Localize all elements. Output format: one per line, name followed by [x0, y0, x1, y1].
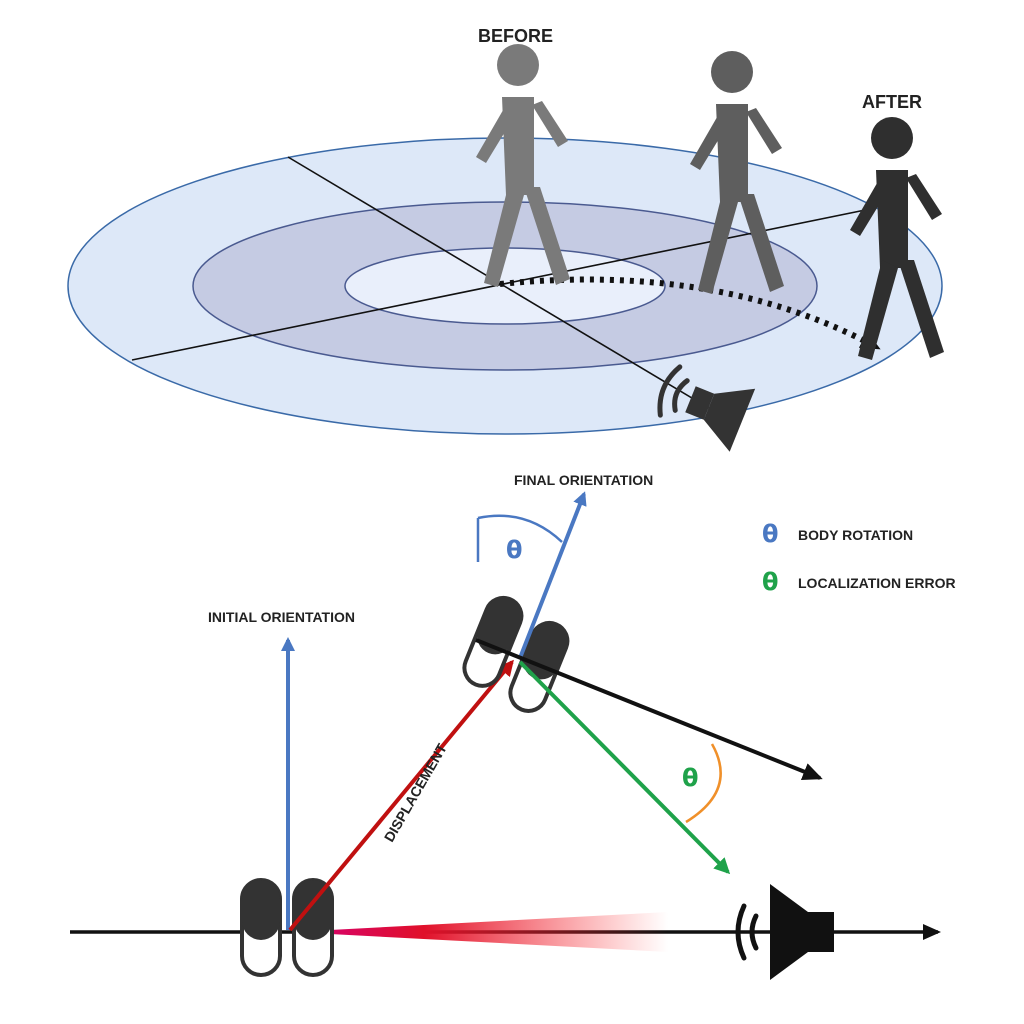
person-walking-icon — [476, 44, 570, 287]
legend-localization-error-symbol: θ — [762, 568, 779, 596]
perceived-direction-arrow — [475, 638, 823, 781]
person-walking-icon — [850, 117, 944, 360]
before-label: BEFORE — [478, 26, 553, 46]
localization-error-arrow — [518, 660, 731, 875]
localization-error-band — [292, 912, 668, 952]
final-orientation-arrow — [518, 491, 587, 659]
person-walking-icon — [690, 51, 784, 294]
displacement-arrow — [288, 659, 514, 932]
speaker-icon — [735, 884, 834, 980]
after-label: AFTER — [862, 92, 922, 112]
localization-error-theta: θ — [682, 764, 699, 792]
speaker-icon — [657, 364, 756, 452]
legend-body-rotation-label: BODY ROTATION — [798, 527, 913, 543]
initial-orientation-label: INITIAL ORIENTATION — [208, 609, 355, 625]
body-rotation-arc — [476, 514, 563, 562]
body-rotation-theta: θ — [506, 536, 523, 564]
legend-localization-error-label: LOCALIZATION ERROR — [798, 575, 956, 591]
localization-error-arc — [685, 743, 722, 824]
walking-path — [499, 276, 881, 351]
footprints-icon — [240, 878, 334, 977]
legend: θ BODY ROTATION θ LOCALIZATION ERROR — [762, 520, 956, 596]
final-orientation-label: FINAL ORIENTATION — [514, 472, 653, 488]
displacement-label: DISPLACEMENT — [381, 740, 450, 844]
legend-body-rotation-symbol: θ — [762, 520, 779, 548]
